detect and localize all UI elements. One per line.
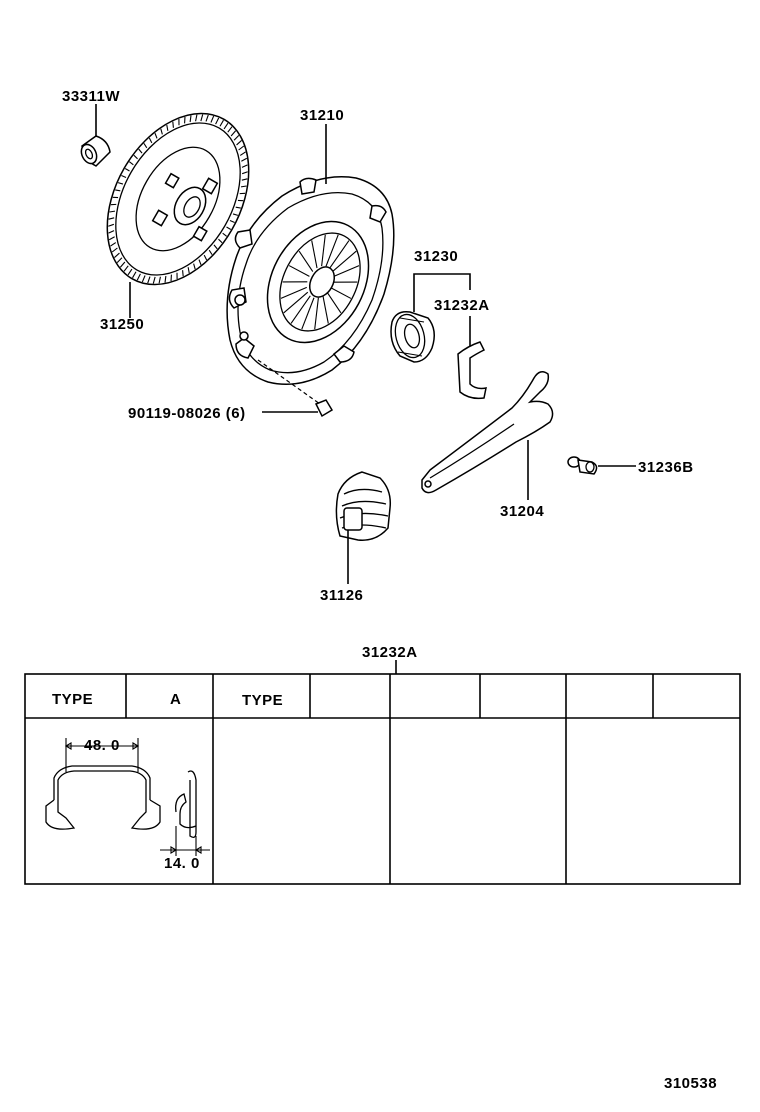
label-31232a: 31232A <box>434 297 490 314</box>
table-header-a: A <box>170 691 181 708</box>
label-31250: 31250 <box>100 316 144 333</box>
clip-type-table <box>24 660 741 885</box>
release-fork-31204 <box>421 371 554 500</box>
dim-depth-label: 14. 0 <box>164 855 200 872</box>
diagram-number: 310538 <box>664 1075 717 1092</box>
release-bearing-clip-31232a <box>457 316 487 400</box>
table-header-type-1: TYPE <box>52 691 93 708</box>
label-31204: 31204 <box>500 503 544 520</box>
clip-type-a-drawing <box>45 738 210 856</box>
clutch-cover-31210 <box>226 124 395 385</box>
table-header-type-2: TYPE <box>242 692 283 709</box>
label-31236b: 31236B <box>638 459 694 476</box>
dim-width-label: 48. 0 <box>84 737 120 754</box>
fork-pivot-31236b <box>567 456 636 475</box>
label-31230: 31230 <box>414 248 458 265</box>
label-31126: 31126 <box>320 587 363 604</box>
clutch-disc-31250 <box>106 112 250 318</box>
pilot-bearing-33311w <box>80 104 111 167</box>
table-frame <box>24 673 741 885</box>
table-title: 31232A <box>362 644 418 661</box>
fork-boot-31126 <box>335 471 392 584</box>
label-90119-08026: 90119-08026 (6) <box>128 405 246 422</box>
label-33311w: 33311W <box>62 88 120 105</box>
bolt-90119-08026 <box>257 359 334 418</box>
release-bearing-31230 <box>390 273 471 363</box>
label-31210: 31210 <box>300 107 344 124</box>
